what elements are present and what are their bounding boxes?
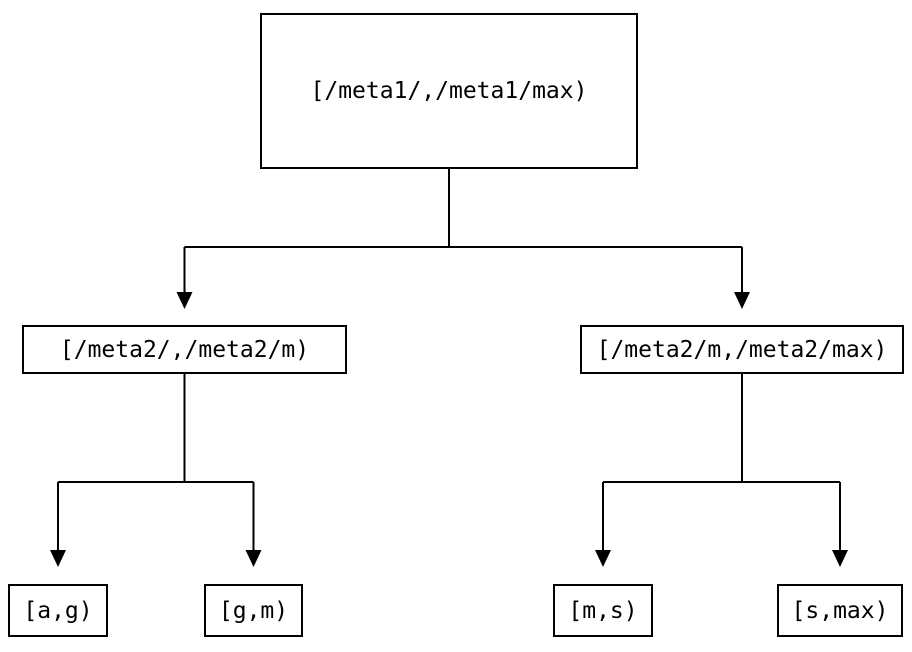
arrow-down-icon [245, 550, 262, 567]
tree-node-leaf-ag: [a,g) [8, 584, 108, 637]
arrow-down-icon [832, 550, 848, 567]
arrow-down-icon [176, 292, 193, 309]
arrow-down-icon [595, 550, 611, 567]
tree-node-root: [/meta1/,/meta1/max) [260, 13, 638, 169]
arrow-down-icon [734, 292, 750, 309]
tree-node-meta2-right: [/meta2/m,/meta2/max) [580, 325, 904, 374]
tree-node-meta2-left: [/meta2/,/meta2/m) [22, 325, 347, 374]
tree-node-leaf-gm: [g,m) [204, 584, 303, 637]
tree-node-leaf-ms: [m,s) [553, 584, 653, 637]
arrow-down-icon [50, 550, 66, 567]
tree-node-leaf-smax: [s,max) [777, 584, 903, 637]
